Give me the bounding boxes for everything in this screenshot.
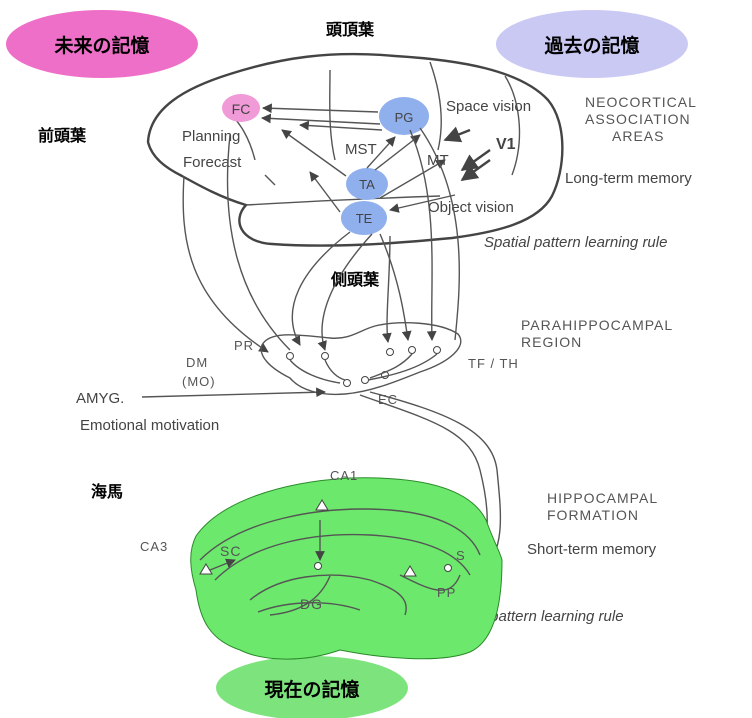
s-label: S bbox=[456, 548, 466, 563]
space-vision-label: Space vision bbox=[446, 98, 531, 115]
svg-text:FC: FC bbox=[232, 101, 251, 117]
dg-label: DG bbox=[300, 596, 323, 612]
parahippocampal-label-line1: PARAHIPPOCAMPAL bbox=[521, 317, 673, 333]
past-memory-label: 過去の記憶 bbox=[544, 34, 639, 57]
present-memory-label: 現在の記憶 bbox=[264, 678, 359, 701]
mo-label: (MO) bbox=[182, 374, 216, 389]
object-vision-label: Object vision bbox=[428, 199, 514, 216]
frontal-lobe-label: 前頭葉 bbox=[38, 126, 87, 145]
svg-text:PG: PG bbox=[395, 110, 414, 125]
fc-node: FC bbox=[222, 94, 260, 122]
neocortical-label-line2: ASSOCIATION bbox=[585, 111, 691, 127]
forecast-label: Forecast bbox=[183, 154, 242, 171]
present-memory-bubble: 現在の記憶 bbox=[216, 656, 408, 718]
svg-text:TA: TA bbox=[359, 177, 375, 192]
neocortical-label-line3: AREAS bbox=[612, 128, 664, 144]
tf-th-label: TF / TH bbox=[468, 356, 519, 371]
parahippocampal-region bbox=[261, 323, 461, 395]
parahippocampal-label-line2: REGION bbox=[521, 334, 582, 350]
hippocampal-label-line2: FORMATION bbox=[547, 507, 639, 523]
dm-label: DM bbox=[186, 355, 208, 370]
pr-label: PR bbox=[234, 338, 254, 353]
mst-label: MST bbox=[345, 141, 377, 158]
neocortical-label-line1: NEOCORTICAL bbox=[585, 94, 697, 110]
future-memory-bubble: 未来の記憶 bbox=[6, 10, 198, 78]
sc-label: SC bbox=[220, 543, 241, 559]
amyg-label: AMYG. bbox=[76, 390, 124, 407]
future-memory-label: 未来の記憶 bbox=[53, 34, 149, 57]
ca1-label: CA1 bbox=[330, 468, 358, 483]
hippocampal-label-line1: HIPPOCAMPAL bbox=[547, 490, 658, 506]
pp-label: PP bbox=[437, 585, 456, 600]
past-memory-bubble: 過去の記憶 bbox=[496, 10, 688, 78]
ca3-label: CA3 bbox=[140, 539, 168, 554]
ta-node: TA bbox=[346, 168, 388, 200]
te-node: TE bbox=[341, 201, 387, 235]
spatial-rule-label: Spatial pattern learning rule bbox=[484, 234, 667, 251]
hippocampus-label: 海馬 bbox=[91, 482, 123, 501]
hippocampal-formation bbox=[191, 478, 502, 659]
amyg-arrow bbox=[142, 392, 325, 397]
v1-label: V1 bbox=[496, 136, 516, 153]
long-term-memory-label: Long-term memory bbox=[565, 170, 692, 187]
planning-label: Planning bbox=[182, 128, 240, 145]
short-term-memory-label: Short-term memory bbox=[527, 541, 657, 558]
emotional-motivation-label: Emotional motivation bbox=[80, 417, 219, 434]
svg-text:TE: TE bbox=[356, 211, 373, 226]
parietal-lobe-label: 頭頂葉 bbox=[326, 20, 375, 39]
